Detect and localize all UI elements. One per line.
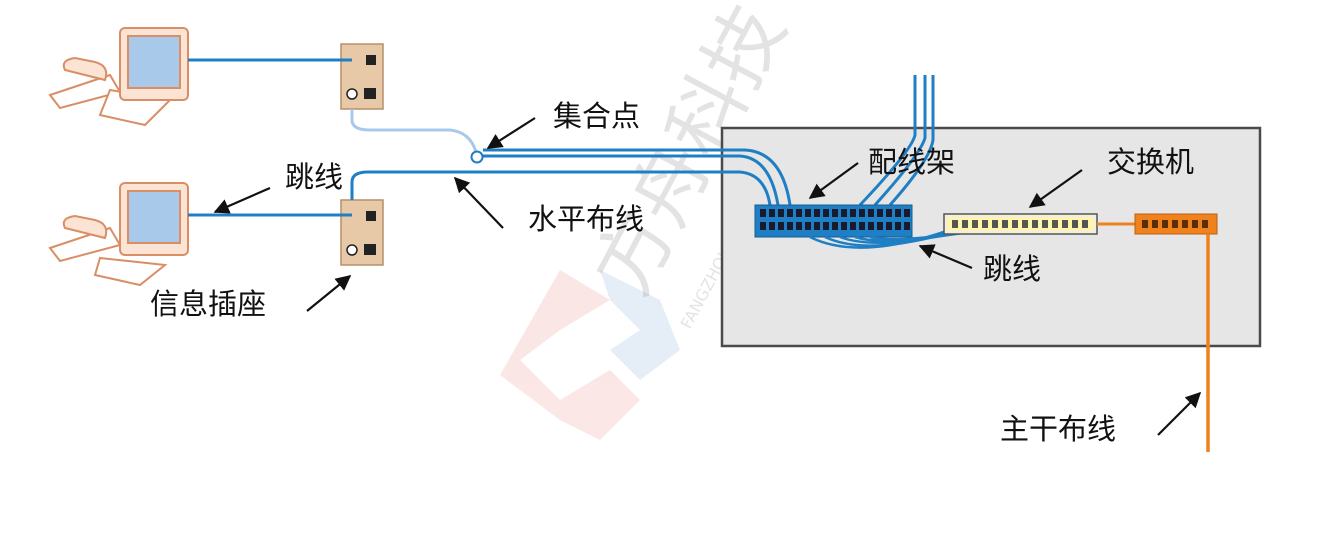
info-outlet-lower [340, 199, 384, 266]
patch-panel-port [787, 209, 793, 217]
patch-panel-port [904, 209, 910, 217]
switch-port [1082, 220, 1088, 228]
backbone-port [1152, 220, 1158, 228]
patch-panel-port [895, 222, 901, 230]
patch-panel-port [868, 209, 874, 217]
switch-port [962, 220, 968, 228]
patch-panel-port [760, 222, 766, 230]
switch-port [1042, 220, 1048, 228]
workstation-computer-icon [48, 27, 189, 127]
switch-port [972, 220, 978, 228]
switch-port [992, 220, 998, 228]
arrow-info-outlet [306, 275, 352, 312]
patch-panel-port [859, 209, 865, 217]
switch-port [1022, 220, 1028, 228]
consolidation-point-node [470, 150, 484, 164]
backbone-connector [1134, 213, 1218, 235]
label-switch: 交换机 [1107, 145, 1195, 179]
patch-panel-port [778, 222, 784, 230]
info-outlet-upper [340, 43, 384, 110]
horizontal-cable [483, 154, 780, 206]
patch-panel-port [787, 222, 793, 230]
patch-panel-port [850, 209, 856, 217]
switch-port [1032, 220, 1038, 228]
patch-panel-port [868, 222, 874, 230]
label-patch-panel: 配线架 [868, 145, 956, 179]
switch-port [1012, 220, 1018, 228]
patch-panel-port [886, 209, 892, 217]
patch-panel-port [769, 222, 775, 230]
arrow-switch [1028, 169, 1083, 208]
arrow-backbone-cabling [1157, 391, 1202, 436]
switch-port [1062, 220, 1068, 228]
backbone-port [1162, 220, 1168, 228]
patch-panel-port [823, 209, 829, 217]
label-backbone-cabling: 主干布线 [1000, 412, 1117, 446]
switch-port [1002, 220, 1008, 228]
backbone-port [1202, 220, 1208, 228]
watermark-logo [500, 270, 680, 440]
switch-port [1052, 220, 1058, 228]
patch-panel-port [832, 209, 838, 217]
patch-panel-port [841, 222, 847, 230]
patch-panel-port [859, 222, 865, 230]
arrow-patch-cord-left [213, 186, 271, 214]
patch-panel-port [805, 209, 811, 217]
arrow-horizontal-cabling [453, 176, 504, 229]
patch-panel-port [769, 209, 775, 217]
label-patch-cord-left: 跳线 [285, 160, 344, 194]
horizontal-cable [483, 148, 792, 206]
switch-port [952, 220, 958, 228]
patch-panel-port [814, 222, 820, 230]
backbone-port [1142, 220, 1148, 228]
patch-panel-port [778, 209, 784, 217]
patch-panel-port [814, 209, 820, 217]
horizontal-cable [350, 170, 772, 206]
patch-panel-port [796, 222, 802, 230]
patch-panel-port [796, 209, 802, 217]
switch-port [1072, 220, 1078, 228]
cable-to-consolidation-point [350, 109, 478, 153]
backbone-port [1182, 220, 1188, 228]
label-consolidation-point: 集合点 [553, 99, 641, 133]
workstation-computer-icon [48, 182, 189, 287]
patch-panel-port [886, 222, 892, 230]
vertical-cable [858, 75, 917, 207]
arrow-patch-cord-right [918, 244, 973, 270]
patch-panel-port [841, 209, 847, 217]
arrow-patch-panel [808, 162, 859, 199]
patch-panel-port [850, 222, 856, 230]
backbone-port [1192, 220, 1198, 228]
label-horizontal-cabling: 水平布线 [528, 202, 645, 236]
arrow-consolidation-point [486, 117, 536, 149]
vertical-cable [873, 75, 927, 207]
patch-panel-port [904, 222, 910, 230]
patch-panel-port [877, 209, 883, 217]
patch-panel-port [760, 209, 766, 217]
patch-panel-port [895, 209, 901, 217]
patch-panel-port [805, 222, 811, 230]
patch-panel-port [877, 222, 883, 230]
label-patch-cord-right: 跳线 [983, 252, 1042, 286]
label-info-outlet: 信息插座 [150, 287, 267, 321]
patch-panel-port [823, 222, 829, 230]
backbone-port [1172, 220, 1178, 228]
patch-panel-port [832, 222, 838, 230]
vertical-cable [888, 75, 935, 206]
switch-port [982, 220, 988, 228]
network-switch [943, 213, 1098, 235]
patch-panel [754, 204, 913, 238]
